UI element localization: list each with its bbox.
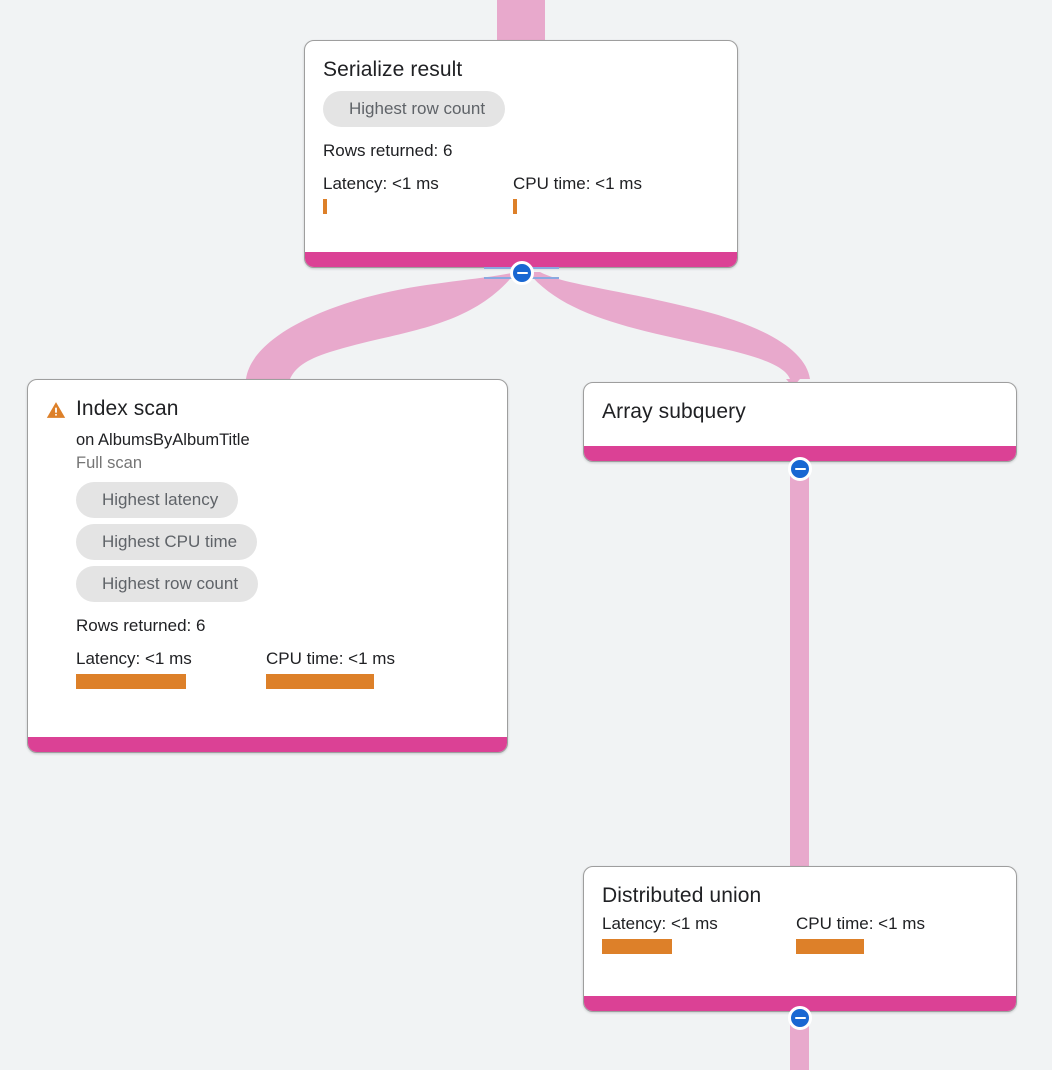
node-status-bar xyxy=(305,252,737,267)
metrics-row: Latency: <1 ms CPU time: <1 ms xyxy=(76,648,489,689)
metric-cpu-time-label: CPU time: <1 ms xyxy=(796,914,925,933)
chip-highest-latency: Highest latency xyxy=(76,482,239,518)
edge-serialize-to-index-scan xyxy=(246,272,516,379)
collapse-minus-icon xyxy=(794,1016,806,1020)
node-title: Array subquery xyxy=(602,400,746,423)
collapse-array-subquery-button[interactable] xyxy=(788,457,812,481)
metric-latency-label: Latency: <1 ms xyxy=(602,914,718,933)
collapse-distributed-union-button[interactable] xyxy=(788,1006,812,1030)
collapse-minus-icon xyxy=(516,271,528,275)
metrics-row: Latency: <1 ms CPU time: <1 ms xyxy=(602,913,998,954)
collapse-minus-icon xyxy=(794,467,806,471)
metric-cpu-time-bar xyxy=(266,674,374,689)
node-header: Index scan xyxy=(46,396,489,422)
metric-cpu-time-label: CPU time: <1 ms xyxy=(513,174,642,193)
warning-triangle-icon xyxy=(46,402,66,418)
metric-cpu-time: CPU time: <1 ms xyxy=(796,913,925,954)
node-status-bar xyxy=(28,737,507,752)
node-array-subquery[interactable]: Array subquery xyxy=(583,382,1017,462)
node-header: Distributed union xyxy=(602,883,998,909)
edge-array-subquery-to-distributed-union xyxy=(790,462,809,867)
node-distributed-union[interactable]: Distributed union Latency: <1 ms CPU tim… xyxy=(583,866,1017,1012)
metric-cpu-time-bar xyxy=(513,199,517,214)
metric-cpu-time-bar xyxy=(796,939,864,954)
metric-latency-bar xyxy=(76,674,186,689)
metric-cpu-time: CPU time: <1 ms xyxy=(266,648,395,689)
metric-latency: Latency: <1 ms xyxy=(76,648,266,689)
metric-latency-label: Latency: <1 ms xyxy=(323,174,439,193)
chip-list: Highest row count xyxy=(323,91,719,133)
chip-highest-row-count: Highest row count xyxy=(76,566,259,602)
metric-latency-bar xyxy=(323,199,327,214)
node-subtitle: on AlbumsByAlbumTitle xyxy=(76,431,250,449)
node-body: Distributed union Latency: <1 ms CPU tim… xyxy=(584,867,1016,964)
rows-returned: Rows returned: 6 xyxy=(323,141,453,160)
metric-cpu-time-label: CPU time: <1 ms xyxy=(266,649,395,668)
node-status-bar xyxy=(584,446,1016,461)
node-header: Serialize result xyxy=(323,57,719,83)
node-body: Serialize result Highest row count Rows … xyxy=(305,41,737,224)
metric-latency-bar xyxy=(602,939,672,954)
metric-cpu-time: CPU time: <1 ms xyxy=(513,173,642,214)
node-index-scan[interactable]: Index scan on AlbumsByAlbumTitle Full sc… xyxy=(27,379,508,753)
rows-returned: Rows returned: 6 xyxy=(76,616,206,635)
metrics-row: Latency: <1 ms CPU time: <1 ms xyxy=(323,173,719,214)
node-body: Index scan on AlbumsByAlbumTitle Full sc… xyxy=(28,380,507,699)
metric-latency: Latency: <1 ms xyxy=(323,173,513,214)
chip-list: Highest latency Highest CPU time Highest… xyxy=(76,482,489,608)
node-status-bar xyxy=(584,996,1016,1011)
chip-highest-row-count: Highest row count xyxy=(323,91,506,127)
node-header: Array subquery xyxy=(602,399,998,425)
node-title: Serialize result xyxy=(323,58,463,81)
metric-latency-label: Latency: <1 ms xyxy=(76,649,192,668)
edge-root-incoming xyxy=(497,0,545,40)
node-title: Distributed union xyxy=(602,884,762,907)
collapse-serialize-result-button[interactable] xyxy=(510,261,534,285)
node-body: Array subquery xyxy=(584,383,1016,435)
node-subtitle-secondary: Full scan xyxy=(76,454,143,472)
metric-latency: Latency: <1 ms xyxy=(602,913,796,954)
chip-highest-cpu-time: Highest CPU time xyxy=(76,524,258,560)
node-serialize-result[interactable]: Serialize result Highest row count Rows … xyxy=(304,40,738,268)
edge-serialize-to-array-subquery xyxy=(528,272,810,379)
node-title: Index scan xyxy=(76,397,179,420)
